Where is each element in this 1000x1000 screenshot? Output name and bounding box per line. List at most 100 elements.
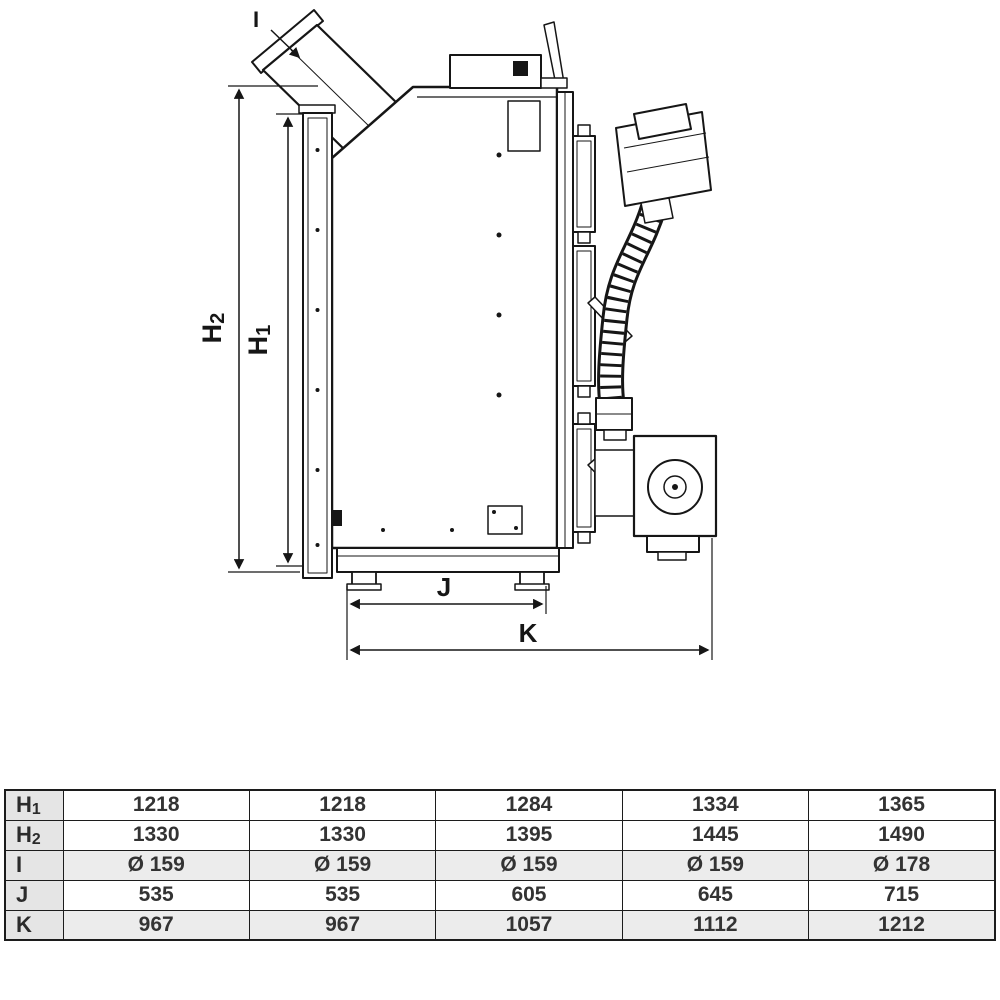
table-cell: 1212: [808, 909, 996, 941]
dim-label-h1-sub: 1: [253, 325, 275, 336]
row-label-text: K: [16, 911, 32, 937]
base-frame: [336, 547, 560, 591]
table-cell: 715: [808, 879, 996, 911]
burner-lower-box: [646, 535, 700, 553]
dim-label-h1: H1: [243, 325, 275, 356]
front-screw: [315, 308, 320, 312]
table-cell: 1445: [621, 819, 810, 851]
inspection-plate: [507, 100, 541, 152]
table-cell: 535: [248, 879, 437, 911]
table-cell: 1284: [435, 789, 623, 821]
panel-screw: [496, 152, 502, 158]
row-label-text: J: [16, 882, 29, 907]
table-cell: 1490: [808, 819, 996, 851]
table-cell: 1330: [62, 819, 250, 851]
feed-tube: [603, 429, 627, 441]
foot-right-plate: [514, 583, 550, 591]
burner-foot: [657, 551, 687, 561]
clamp: [577, 385, 591, 398]
table-row-j: J 535 535 605 645 715: [4, 879, 996, 911]
dim-label-k: K: [519, 618, 538, 648]
body-outline: [330, 85, 559, 550]
dimensions: I H2 H1 J K: [197, 7, 713, 660]
front-screw: [315, 468, 320, 472]
table-cell: Ø 178: [808, 849, 996, 881]
row-label-k: K: [4, 909, 64, 941]
table-cell: 1334: [621, 789, 810, 821]
table-cell: Ø 159: [435, 849, 623, 881]
front-screw: [315, 228, 320, 232]
table-cell: 1218: [248, 789, 437, 821]
table-cell: 967: [62, 909, 250, 941]
panel-screw: [496, 312, 502, 318]
base-rail: [336, 547, 560, 573]
clamp: [577, 531, 591, 544]
table-cell: 1365: [808, 789, 996, 821]
table-row-h2: H2 1330 1330 1395 1445 1490: [4, 819, 996, 851]
motor-detail: [623, 132, 707, 149]
motor-outlet: [640, 197, 674, 224]
panel-screw: [496, 232, 502, 238]
front-panel-inner: [307, 117, 328, 574]
foot-right: [519, 571, 545, 586]
dim-label-j: J: [437, 572, 451, 602]
row-label-sub: 1: [31, 801, 41, 819]
front-panel: [298, 104, 336, 579]
table-cell: 1057: [435, 909, 623, 941]
bottom-screw: [381, 528, 385, 532]
table-row-k: K 967 967 1057 1112 1212: [4, 909, 996, 941]
dimensions-table: H1 1218 1218 1284 1334 1365 H2 1330 1330…: [4, 789, 996, 941]
burner-fan-hub: [672, 484, 678, 490]
row-label-h1: H1: [4, 789, 64, 821]
motor-detail: [626, 156, 710, 173]
clamp: [577, 124, 591, 137]
lever-base: [540, 77, 568, 89]
row-label-text: H: [16, 792, 32, 818]
plate-screw: [492, 510, 496, 514]
table-row-h1: H1 1218 1218 1284 1334 1365: [4, 789, 996, 821]
front-screw: [315, 148, 320, 152]
row-label-text: I: [16, 852, 23, 877]
plate-screw: [514, 526, 518, 530]
table-cell: Ø 159: [62, 849, 250, 881]
table-cell: 645: [621, 879, 810, 911]
table-cell: 1330: [248, 819, 437, 851]
latch-bottom-inner: [576, 428, 592, 528]
table-row-i: I Ø 159 Ø 159 Ø 159 Ø 159 Ø 178: [4, 849, 996, 881]
table-cell: 535: [62, 879, 250, 911]
boiler-body: [330, 21, 568, 550]
table-cell: 1218: [62, 789, 250, 821]
dim-leader-i: [270, 29, 301, 59]
table-cell: Ø 159: [621, 849, 810, 881]
lever-handle: [543, 21, 565, 86]
front-screw: [315, 543, 320, 547]
dim-label-h2: H2: [197, 313, 229, 344]
pellet-feeder: [595, 103, 712, 441]
dim-label-h2-sub: 2: [207, 313, 229, 324]
table-cell: 1395: [435, 819, 623, 851]
table-cell: 605: [435, 879, 623, 911]
row-label-sub: 2: [31, 831, 41, 848]
row-label-i: I: [4, 849, 64, 881]
latch-middle-inner: [576, 250, 592, 382]
side-tab: [333, 510, 342, 526]
foot-left: [351, 571, 377, 586]
front-panel-cap: [298, 104, 336, 114]
row-label-text: H: [16, 822, 32, 847]
row-label-j: J: [4, 879, 64, 911]
feed-hose-corrugation: [600, 202, 665, 406]
clamp: [577, 231, 591, 244]
latch-top-inner: [576, 140, 592, 228]
burner-connector: [594, 449, 636, 517]
dim-label-h2-base: H: [197, 324, 227, 344]
front-screw: [315, 388, 320, 392]
feed-hose-body: [600, 202, 665, 406]
bottom-screw: [450, 528, 454, 532]
foot-left-plate: [346, 583, 382, 591]
dim-label-i: I: [253, 7, 259, 32]
dim-label-h1-base: H: [243, 336, 273, 356]
rear-panel: [556, 91, 574, 549]
clamp: [577, 412, 591, 425]
panel-screw: [496, 392, 502, 398]
